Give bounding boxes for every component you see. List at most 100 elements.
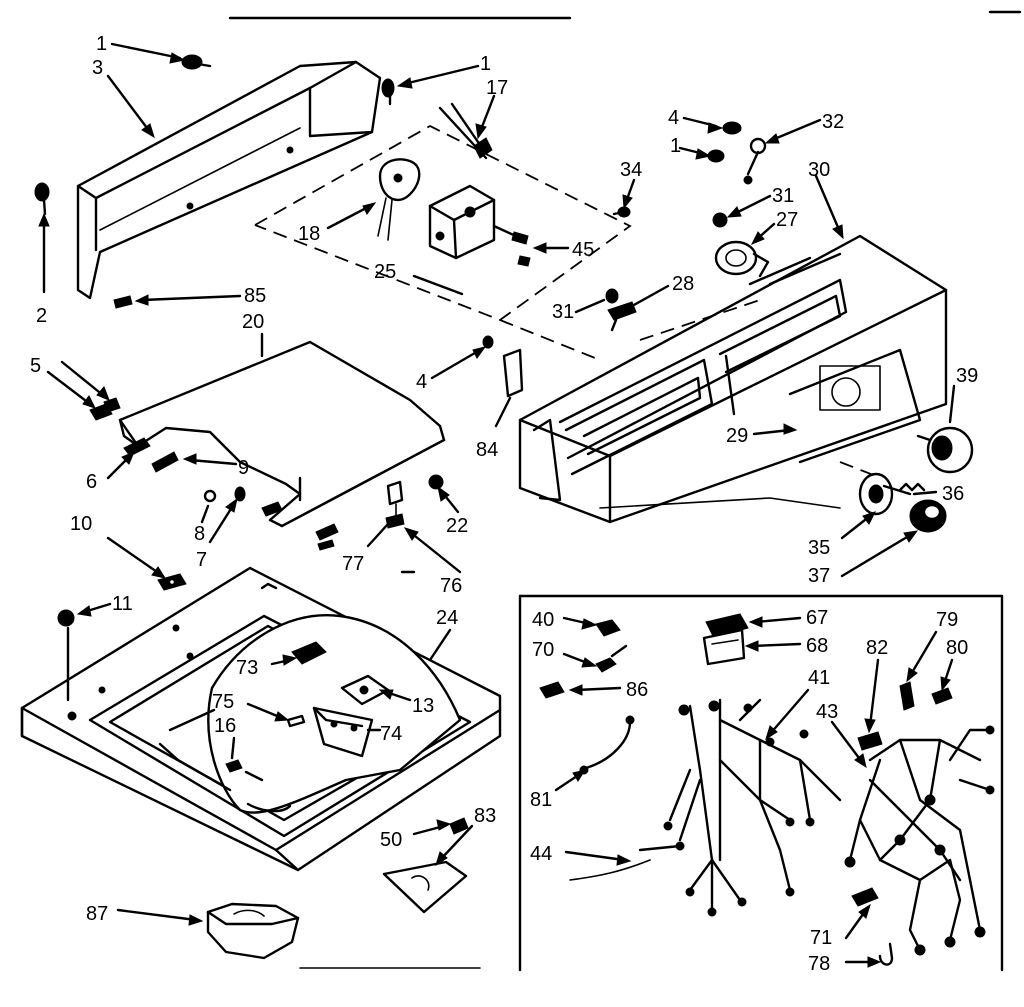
callout-83: 83	[474, 805, 496, 827]
callout-86: 86	[626, 679, 648, 701]
part-45-shaft	[511, 231, 531, 267]
callout-67: 67	[806, 607, 828, 629]
part-16-nut	[225, 759, 243, 773]
part-7-screw	[234, 486, 246, 502]
callout-75: 75	[212, 691, 234, 713]
callout-31: 31	[552, 301, 574, 323]
callout-7: 7	[196, 549, 207, 571]
screw-1-top	[181, 54, 212, 70]
callout-4: 4	[668, 107, 679, 129]
callout-79: 79	[936, 609, 958, 631]
part-43-harness	[844, 725, 995, 956]
part-11-button	[57, 609, 75, 627]
part-67-connector	[702, 613, 749, 666]
part-31-cap	[712, 212, 728, 228]
part-83-bracket	[382, 860, 468, 914]
callout-36: 36	[942, 483, 964, 505]
part-31-small	[605, 288, 619, 304]
screw-17	[381, 78, 395, 106]
wire-harness-box	[518, 594, 1004, 972]
part-50-clip	[449, 817, 469, 835]
part-79-connector	[899, 681, 915, 711]
part-85-clip	[113, 295, 133, 309]
callout-18: 18	[298, 223, 320, 245]
callout-74: 74	[380, 723, 402, 745]
callout-70: 70	[532, 639, 554, 661]
callout-1: 1	[96, 33, 107, 55]
callout-76: 76	[440, 575, 462, 597]
part-20-panel	[118, 340, 446, 528]
callout-2: 2	[36, 305, 47, 327]
callout-10: 10	[70, 513, 92, 535]
callout-41: 41	[808, 667, 830, 689]
part-82-connector	[857, 731, 883, 751]
part-36-spring	[898, 482, 926, 492]
callout-81: 81	[530, 789, 552, 811]
callout-29: 29	[726, 425, 748, 447]
callout-73: 73	[236, 657, 258, 679]
part-35-knob	[839, 461, 912, 516]
part-30-console	[518, 234, 948, 524]
part-81-wire	[579, 715, 635, 775]
callout-labels: 1 3 1 17 2 85 20 18 25 45 34 4 1 32 30 3…	[30, 33, 978, 975]
part-27-knob	[714, 240, 770, 278]
part-70-terminal	[595, 644, 628, 673]
callout-43: 43	[816, 701, 838, 723]
callout-39: 39	[956, 365, 978, 387]
callout-78: 78	[808, 953, 830, 975]
callout-13: 13	[412, 695, 434, 717]
part-37-knob	[909, 499, 947, 533]
callout-84: 84	[476, 439, 498, 461]
part-86-terminal	[539, 681, 565, 699]
callout-22: 22	[446, 515, 468, 537]
callout-85: 85	[244, 285, 266, 307]
callout-35: 35	[808, 537, 830, 559]
callout-16: 16	[214, 715, 236, 737]
part-24-top	[20, 566, 502, 872]
callout-71: 71	[810, 927, 832, 949]
part-3-bracket	[76, 60, 382, 300]
callout-44: 44	[530, 843, 552, 865]
callout-11: 11	[112, 593, 133, 615]
part-34-screw	[612, 206, 631, 218]
part-87-cup	[206, 902, 300, 960]
callout-68: 68	[806, 635, 828, 657]
part-76-bumper	[385, 480, 405, 529]
callout-34: 34	[620, 159, 642, 181]
part-9-hinge	[151, 451, 179, 473]
part-44-harness	[569, 698, 842, 917]
part-18-switch	[377, 158, 421, 241]
callout-1: 1	[670, 135, 681, 157]
callout-4: 4	[416, 371, 427, 393]
callout-25: 25	[374, 261, 396, 283]
part-80-connector	[931, 687, 953, 705]
callout-80: 80	[946, 637, 968, 659]
callout-8: 8	[194, 523, 205, 545]
part-73-clip	[291, 641, 327, 665]
callout-20: 20	[242, 311, 264, 333]
part-5-hinges	[89, 397, 121, 421]
callout-40: 40	[532, 609, 554, 631]
screw-2	[34, 182, 50, 216]
callout-27: 27	[776, 209, 798, 231]
callout-87: 87	[86, 903, 108, 925]
console-plate-dashed	[254, 124, 632, 361]
callout-24: 24	[436, 607, 458, 629]
callout-31: 31	[772, 185, 794, 207]
leader-lines	[38, 42, 956, 968]
part-40-terminal	[595, 619, 621, 637]
callout-9: 9	[238, 457, 249, 479]
callout-1: 1	[480, 53, 491, 75]
part-39-knob	[916, 426, 974, 474]
part-75-pin	[286, 714, 306, 728]
part-71-terminal	[851, 887, 879, 907]
callout-3: 3	[92, 57, 103, 79]
callout-32: 32	[822, 111, 844, 133]
part-8-washer	[203, 489, 217, 503]
callout-82: 82	[866, 637, 888, 659]
part-22-bumper	[428, 474, 444, 490]
part-78-hook	[878, 942, 894, 966]
part-28-bracket	[607, 301, 637, 332]
callout-50: 50	[380, 829, 402, 851]
